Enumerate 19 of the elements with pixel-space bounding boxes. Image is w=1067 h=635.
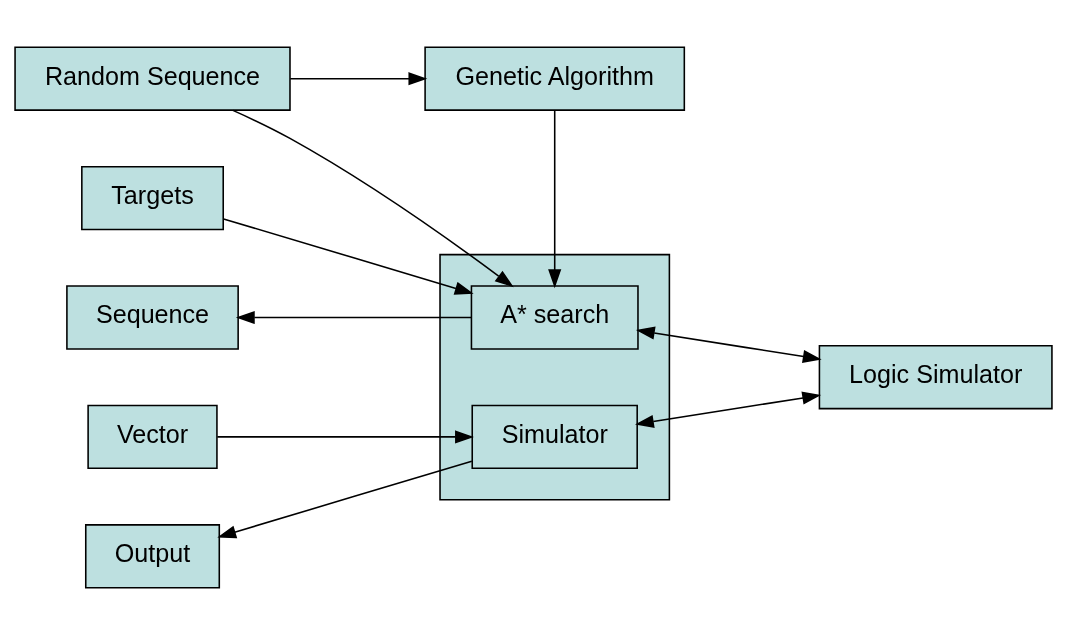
node-box: Targets (81, 165, 224, 231)
arrow (235, 310, 472, 325)
node-box: Logic Simulator (818, 345, 1053, 410)
arrow (635, 391, 822, 429)
arrow (289, 72, 428, 86)
node-box: Simulator (471, 404, 638, 470)
cluster (439, 253, 671, 501)
node-box: A* search (470, 285, 639, 350)
arrow (216, 430, 474, 444)
arrow (232, 109, 514, 288)
arrow (548, 109, 562, 289)
node-box: Output (84, 524, 221, 589)
node-box: Sequence (66, 285, 239, 350)
node-box: Genetic Algorithm (424, 46, 686, 111)
node-box: Vector (87, 404, 218, 470)
arrow (217, 460, 473, 539)
arrow (222, 218, 474, 295)
node-box: Random Sequence (14, 46, 291, 111)
arrow (635, 326, 822, 363)
